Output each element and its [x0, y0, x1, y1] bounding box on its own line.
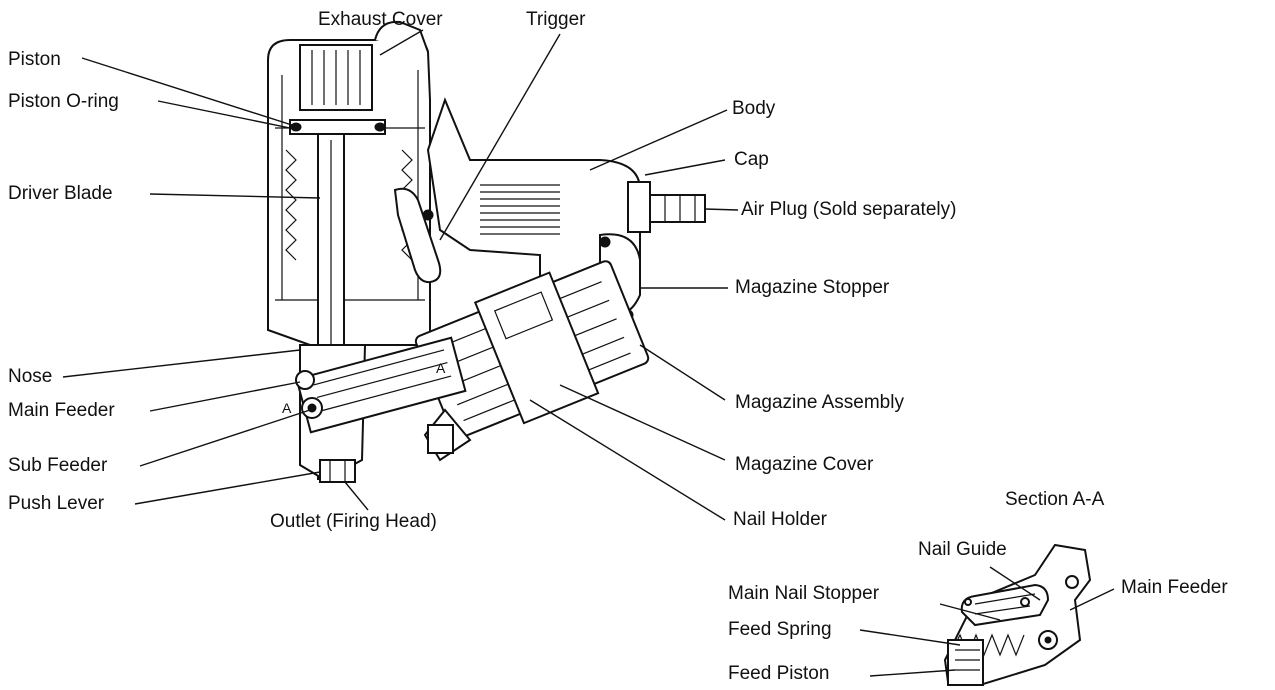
- label-trigger: Trigger: [526, 9, 586, 30]
- label-air-plug: Air Plug (Sold separately): [741, 199, 957, 220]
- section-mark-right: A: [436, 360, 446, 376]
- label-nose: Nose: [8, 366, 53, 387]
- label-outlet-firing-head: Outlet (Firing Head): [270, 511, 437, 532]
- label-feed-spring: Feed Spring: [728, 619, 832, 640]
- label-push-lever: Push Lever: [8, 493, 105, 514]
- label-main-nail-stopper: Main Nail Stopper: [728, 583, 880, 604]
- label-cap: Cap: [734, 149, 769, 170]
- nailer-illustration: [267, 20, 706, 483]
- label-piston: Piston: [8, 49, 61, 70]
- section-mark-left: A: [282, 400, 292, 416]
- label-magazine-stopper: Magazine Stopper: [735, 277, 890, 298]
- label-piston-o-ring: Piston O-ring: [8, 91, 119, 112]
- label-magazine-cover: Magazine Cover: [735, 454, 874, 475]
- section-a-a-illustration: [943, 543, 1092, 687]
- section-title: Section A-A: [1005, 489, 1105, 510]
- label-nail-guide: Nail Guide: [918, 539, 1007, 560]
- label-exhaust-cover: Exhaust Cover: [318, 9, 443, 30]
- label-section-main-feeder: Main Feeder: [1121, 577, 1228, 598]
- label-nail-holder: Nail Holder: [733, 509, 827, 530]
- label-magazine-assembly: Magazine Assembly: [735, 392, 904, 413]
- label-main-feeder: Main Feeder: [8, 400, 115, 421]
- label-sub-feeder: Sub Feeder: [8, 455, 108, 476]
- leader-lines: [62, 29, 1115, 677]
- label-driver-blade: Driver Blade: [8, 183, 113, 204]
- label-body: Body: [732, 98, 776, 119]
- label-feed-piston: Feed Piston: [728, 663, 830, 684]
